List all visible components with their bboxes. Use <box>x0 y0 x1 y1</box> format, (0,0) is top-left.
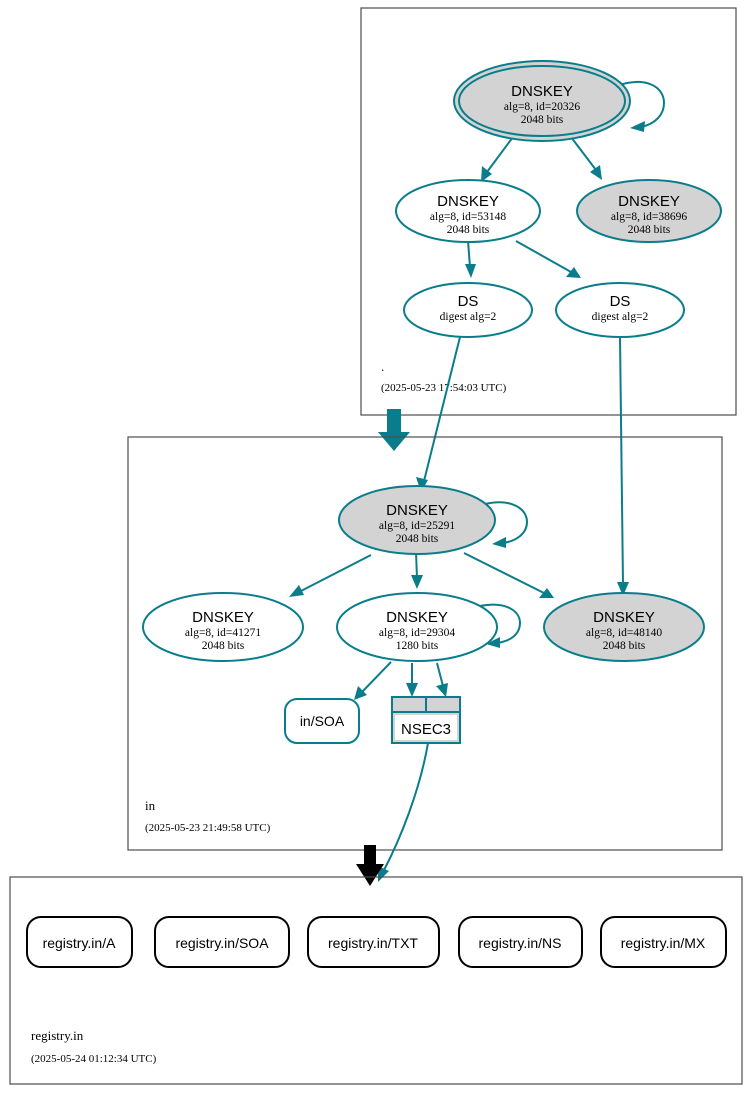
zone-box-in <box>127 436 723 851</box>
node-ds-left[interactable]: DS digest alg=2 <box>403 282 533 338</box>
node-dnskey-25291-line2: alg=8, id=25291 <box>379 520 455 532</box>
node-dnskey-38696-title: DNSKEY <box>618 193 680 210</box>
edge-root-zsk53148-to-ds-right <box>515 240 581 278</box>
zone-label-root: . <box>381 359 384 374</box>
rrset-registry-in-ns-label: registry.in/NS <box>479 935 562 951</box>
edge-root-zsk53148-to-ds-left <box>465 240 476 278</box>
zone-timestamp-in: (2025-05-23 21:49:58 UTC) <box>145 822 271 834</box>
node-dnskey-38696-line2: alg=8, id=38696 <box>611 211 687 223</box>
zone-timestamp-registry-in: (2025-05-24 01:12:34 UTC) <box>31 1053 157 1065</box>
node-dnskey-48140-line3: 2048 bits <box>603 640 646 652</box>
edge-in-key29304-to-in-soa <box>354 661 392 700</box>
delegation-arrow-root-to-in <box>378 409 410 451</box>
node-dnskey-38696[interactable]: DNSKEY alg=8, id=38696 2048 bits <box>576 179 722 243</box>
node-dnskey-29304-line3: 1280 bits <box>396 640 439 652</box>
edge-root-ksk-to-zsk38696 <box>570 136 602 180</box>
edge-in-key29304-selfsign <box>479 603 522 648</box>
node-dnskey-41271-title: DNSKEY <box>192 609 254 626</box>
rrset-registry-in-mx[interactable]: registry.in/MX <box>600 916 727 968</box>
node-rrset-in-soa-label: in/SOA <box>300 713 345 729</box>
node-dnskey-53148-title: DNSKEY <box>437 193 499 210</box>
node-nsec3-label: NSEC3 <box>401 721 451 738</box>
edge-in-ksk25291-to-key41271 <box>289 554 372 597</box>
node-ds-right-line2: digest alg=2 <box>592 311 649 323</box>
edge-ds-right-to-in-key48140 <box>617 336 629 596</box>
zone-box-registry-in <box>9 876 743 1085</box>
zone-cluster-registry-in: registry.in/A registry.in/SOA registry.i… <box>9 876 743 1085</box>
edge-in-ksk25291-selfsign <box>484 501 529 548</box>
node-ds-left-line2: digest alg=2 <box>440 311 497 323</box>
node-dnskey-25291[interactable]: DNSKEY alg=8, id=25291 2048 bits <box>338 485 496 555</box>
node-dnskey-48140-title: DNSKEY <box>593 609 655 626</box>
zone-label-in: in <box>145 798 156 813</box>
node-dnskey-29304-title: DNSKEY <box>386 609 448 626</box>
rrset-registry-in-txt[interactable]: registry.in/TXT <box>307 916 440 968</box>
node-dnskey-38696-line3: 2048 bits <box>628 224 671 236</box>
edge-in-key29304-to-nsec3-a <box>406 663 418 697</box>
node-dnskey-29304-line2: alg=8, id=29304 <box>379 627 455 639</box>
edge-ds-left-to-in-ksk25291 <box>416 336 461 492</box>
node-dnskey-48140-line2: alg=8, id=48140 <box>586 627 662 639</box>
edge-in-ksk25291-to-key48140 <box>463 552 554 598</box>
node-dnskey-41271-line3: 2048 bits <box>202 640 245 652</box>
node-dnskey-20326[interactable]: DNSKEY alg=8, id=20326 2048 bits <box>453 60 631 142</box>
node-dnskey-29304[interactable]: DNSKEY alg=8, id=29304 1280 bits <box>336 592 498 662</box>
edge-nsec3-to-registry-in <box>378 742 429 882</box>
edge-root-ksk-to-zsk53148 <box>481 136 514 182</box>
zone-label-registry-in: registry.in <box>31 1028 84 1043</box>
rrset-registry-in-ns[interactable]: registry.in/NS <box>458 916 583 968</box>
node-dnskey-53148-line2: alg=8, id=53148 <box>430 211 506 223</box>
rrset-registry-in-mx-label: registry.in/MX <box>621 935 706 951</box>
edge-root-ksk-selfsign <box>615 81 666 132</box>
node-ds-right[interactable]: DS digest alg=2 <box>555 282 685 338</box>
rrset-registry-in-soa[interactable]: registry.in/SOA <box>154 916 290 968</box>
node-ds-right-title: DS <box>610 293 631 310</box>
node-dnskey-41271-line2: alg=8, id=41271 <box>185 627 261 639</box>
edge-in-ksk25291-to-key29304 <box>411 551 423 589</box>
zone-cluster-in: DNSKEY alg=8, id=25291 2048 bits DNSKEY … <box>127 436 723 851</box>
node-dnskey-53148[interactable]: DNSKEY alg=8, id=53148 2048 bits <box>395 179 541 243</box>
node-dnskey-20326-title: DNSKEY <box>511 83 573 100</box>
node-dnskey-53148-line3: 2048 bits <box>447 224 490 236</box>
zone-cluster-root: DNSKEY alg=8, id=20326 2048 bits DNSKEY … <box>360 7 737 416</box>
rrset-registry-in-txt-label: registry.in/TXT <box>328 935 418 951</box>
rrset-registry-in-a-label: registry.in/A <box>43 935 117 951</box>
node-rrset-in-soa[interactable]: in/SOA <box>284 698 360 744</box>
node-ds-left-title: DS <box>458 293 479 310</box>
edge-in-key29304-to-nsec3-b <box>436 662 448 697</box>
node-dnskey-25291-title: DNSKEY <box>386 502 448 519</box>
node-dnskey-20326-line2: alg=8, id=20326 <box>504 101 580 113</box>
node-dnskey-20326-line3: 2048 bits <box>521 114 564 126</box>
node-dnskey-48140[interactable]: DNSKEY alg=8, id=48140 2048 bits <box>543 592 705 662</box>
node-dnskey-41271[interactable]: DNSKEY alg=8, id=41271 2048 bits <box>142 592 304 662</box>
rrset-registry-in-soa-label: registry.in/SOA <box>175 935 269 951</box>
delegation-arrow-in-to-registry-in <box>356 845 384 886</box>
rrset-registry-in-a[interactable]: registry.in/A <box>26 916 133 968</box>
node-dnskey-25291-line3: 2048 bits <box>396 533 439 545</box>
zone-timestamp-root: (2025-05-23 17:54:03 UTC) <box>381 382 507 394</box>
zone-box-root <box>360 7 737 416</box>
node-nsec3[interactable]: NSEC3 <box>391 696 461 744</box>
